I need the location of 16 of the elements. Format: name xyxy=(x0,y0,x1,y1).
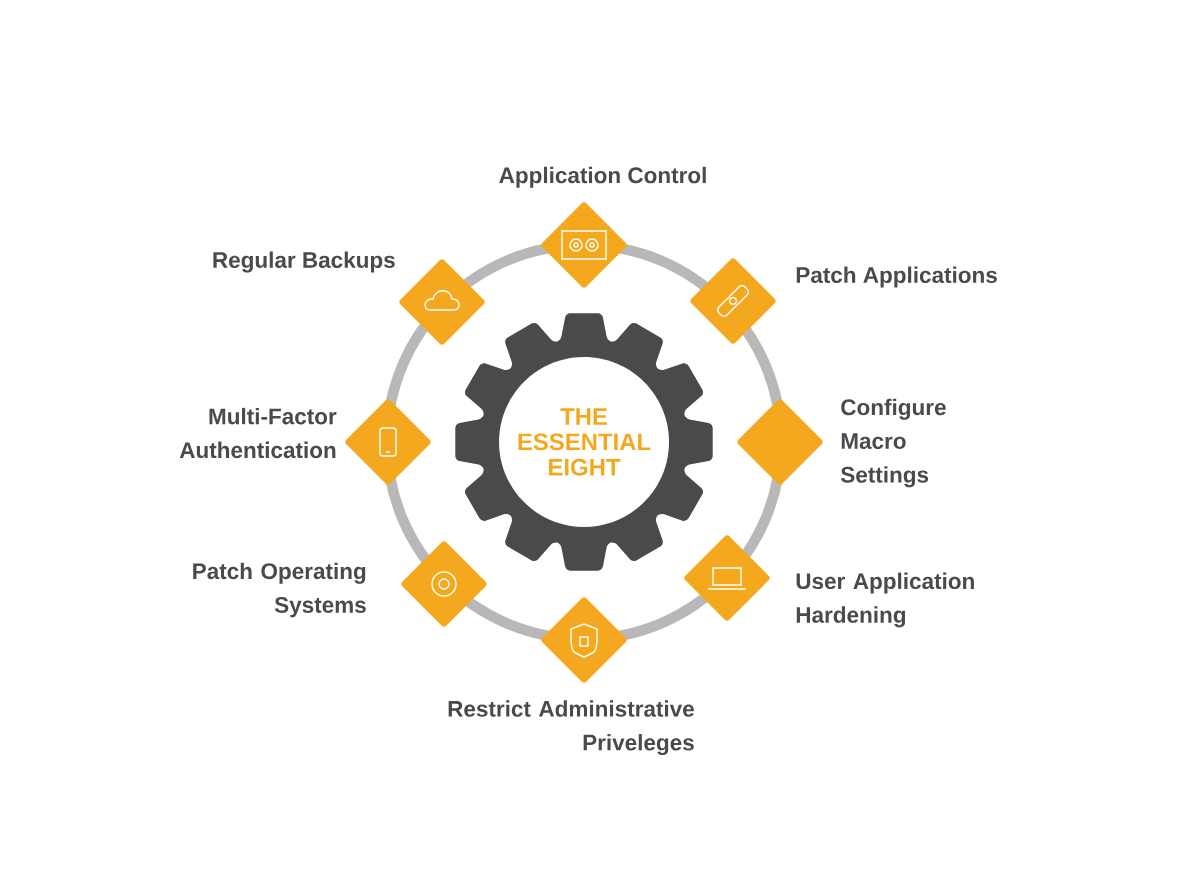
item-label: Regular Backups xyxy=(213,251,395,273)
item-label: Patch Applications xyxy=(796,266,997,288)
item-label: Multi-Factor Authentication xyxy=(179,407,337,459)
icon-diamond xyxy=(401,541,487,627)
item-label: User Application Hardening xyxy=(796,572,974,628)
icon-diamond xyxy=(541,597,627,683)
icon-diamond xyxy=(399,259,485,345)
item-label: Application Control xyxy=(499,166,706,188)
item-label: Patch Operating Systems xyxy=(193,562,366,618)
icon-diamond xyxy=(345,399,431,485)
icon-diamond xyxy=(541,202,627,288)
item-label: Restrict Administrative Priveleges xyxy=(448,700,694,756)
icon-diamond xyxy=(690,258,776,344)
icon-diamond xyxy=(684,535,770,621)
item-label: Configure Macro Settings xyxy=(840,398,946,488)
icon-diamond xyxy=(737,399,823,485)
